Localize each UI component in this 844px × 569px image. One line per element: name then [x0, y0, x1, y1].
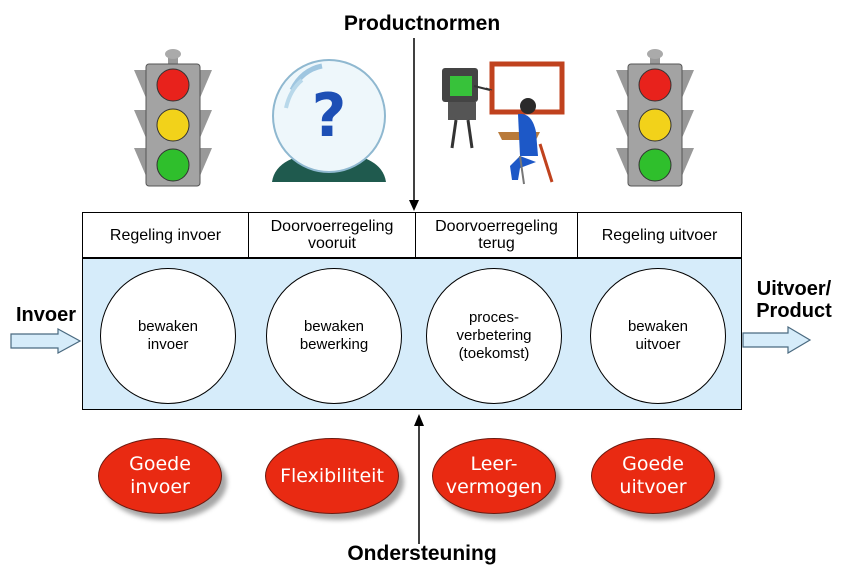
diagram-title-ondersteuning: Ondersteuning [347, 542, 497, 565]
oval-flexibiliteit: Flexibiliteit [265, 438, 399, 514]
input-label: Invoer [15, 304, 77, 326]
output-label: Uitvoer/ Product [756, 278, 832, 322]
arrow-down-from-productnormen [409, 38, 419, 211]
circle-bewaken-uitvoer: bewaken uitvoer [590, 268, 726, 404]
arrow-up-from-ondersteuning [414, 414, 424, 544]
header-doorvoerregeling-terug: Doorvoerregeling terug [415, 212, 578, 258]
crystal-ball-icon: ? [272, 59, 386, 182]
input-arrow-icon [10, 328, 82, 354]
oval-goede-uitvoer: Goede uitvoer [591, 438, 715, 514]
circle-bewaken-bewerking: bewaken bewerking [266, 268, 402, 404]
header-doorvoerregeling-vooruit: Doorvoerregeling vooruit [248, 212, 416, 258]
circle-bewaken-invoer: bewaken invoer [100, 268, 236, 404]
traffic-light-icon [134, 49, 212, 187]
diagram-title-productnormen: Productnormen [343, 12, 501, 35]
header-regeling-uitvoer: Regeling uitvoer [577, 212, 742, 258]
traffic-light-icon [616, 49, 694, 187]
output-arrow-icon [742, 326, 812, 354]
circle-procesverbetering: proces- verbetering (toekomst) [426, 268, 562, 404]
computer-teacher-icon [442, 61, 565, 185]
oval-goede-invoer: Goede invoer [98, 438, 222, 514]
oval-leervermogen: Leer- vermogen [432, 438, 556, 514]
question-mark-glyph: ? [312, 81, 347, 151]
header-regeling-invoer: Regeling invoer [82, 212, 249, 258]
